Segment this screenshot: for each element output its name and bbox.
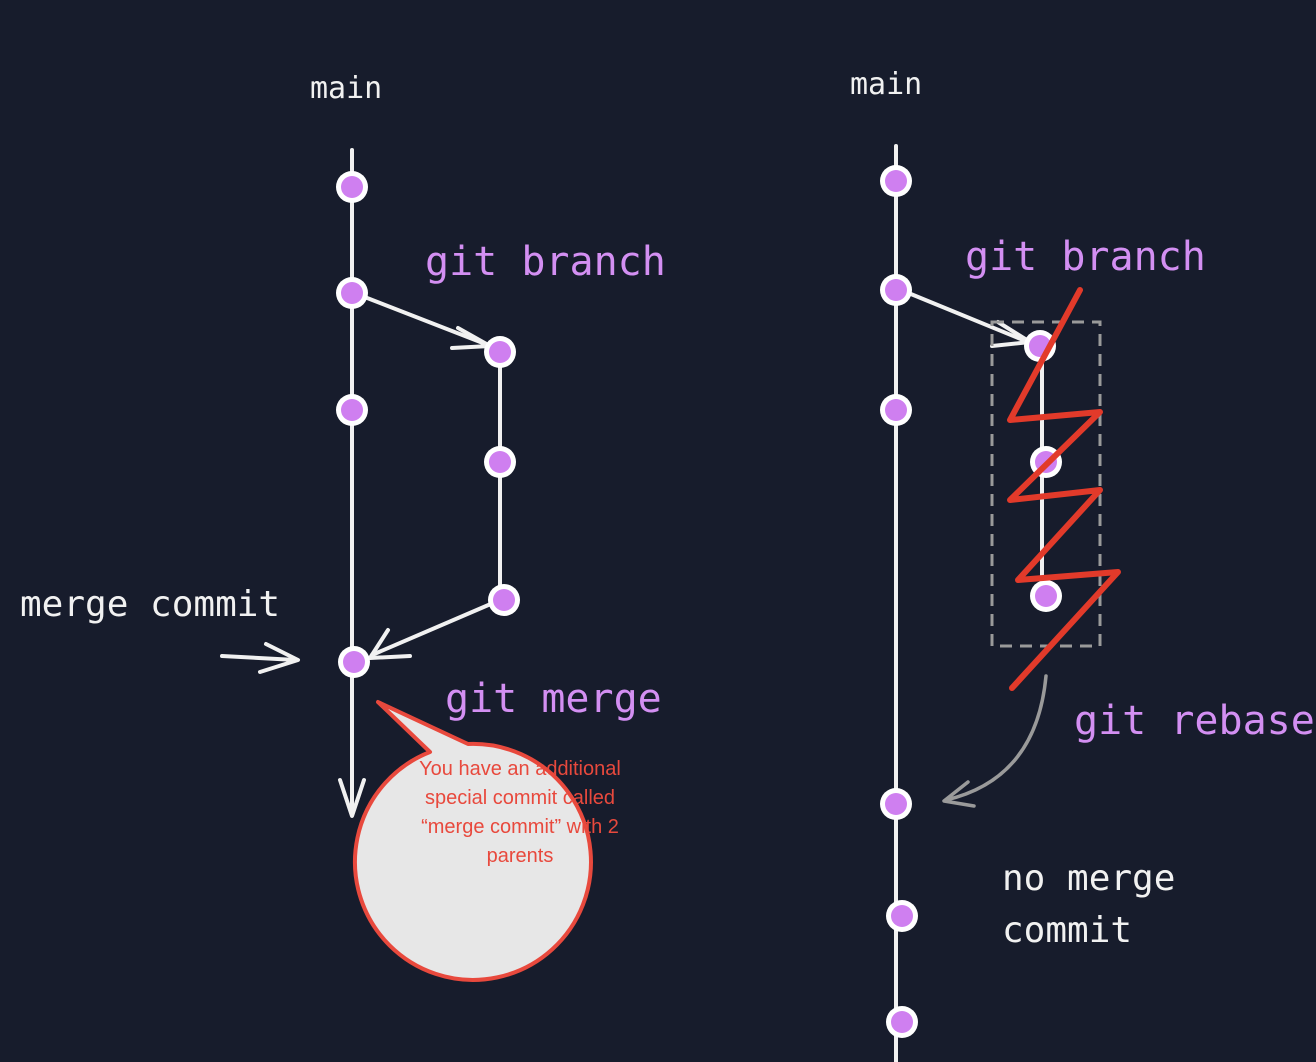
rebase-arrow-head: [942, 780, 976, 808]
main-branch-label: main: [310, 71, 382, 106]
branch-arrow: [904, 290, 1030, 344]
callout-bubble: [353, 700, 593, 982]
no-merge-label-line2: commit: [1002, 910, 1132, 951]
git-rebase-label: git rebase: [1074, 698, 1315, 744]
git-merge-label: git merge: [445, 676, 662, 722]
commit-node: [880, 394, 912, 426]
merge-commit-pointer-head: [258, 642, 300, 674]
git-branch-label: git branch: [965, 234, 1206, 280]
commit-node: [880, 274, 912, 306]
merge-commit-label: merge commit: [20, 584, 280, 625]
branch-arrow: [360, 294, 490, 347]
feature-commits-box: [990, 320, 1102, 648]
main-branch-label: main: [850, 67, 922, 102]
rebase-diagram: main git branch git rebase no merge comm…: [850, 67, 1315, 1062]
commit-node: [880, 165, 912, 197]
commit-node: [488, 584, 520, 616]
merge-commit-pointer: [220, 654, 298, 662]
commit-node: [336, 394, 368, 426]
rebase-arrow: [944, 674, 1048, 802]
commit-node: [484, 446, 516, 478]
merge-arrow-head: [368, 628, 412, 660]
strike-through: [1007, 287, 1121, 691]
commit-node: [484, 336, 516, 368]
main-arrow-head: [338, 778, 366, 818]
commit-node: [886, 900, 918, 932]
merge-arrow: [370, 598, 502, 657]
commit-node: [1030, 580, 1062, 612]
merge-diagram: main git branch git merge merge commit: [20, 71, 666, 982]
merge-commit-node: [338, 646, 370, 678]
no-merge-label-line1: no merge: [1002, 858, 1175, 899]
callout-text: You have an additional special commit ca…: [419, 758, 621, 867]
commit-node: [880, 788, 912, 820]
git-branch-label: git branch: [425, 239, 666, 285]
commit-node: [336, 277, 368, 309]
commit-node: [886, 1006, 918, 1038]
commit-node: [336, 171, 368, 203]
